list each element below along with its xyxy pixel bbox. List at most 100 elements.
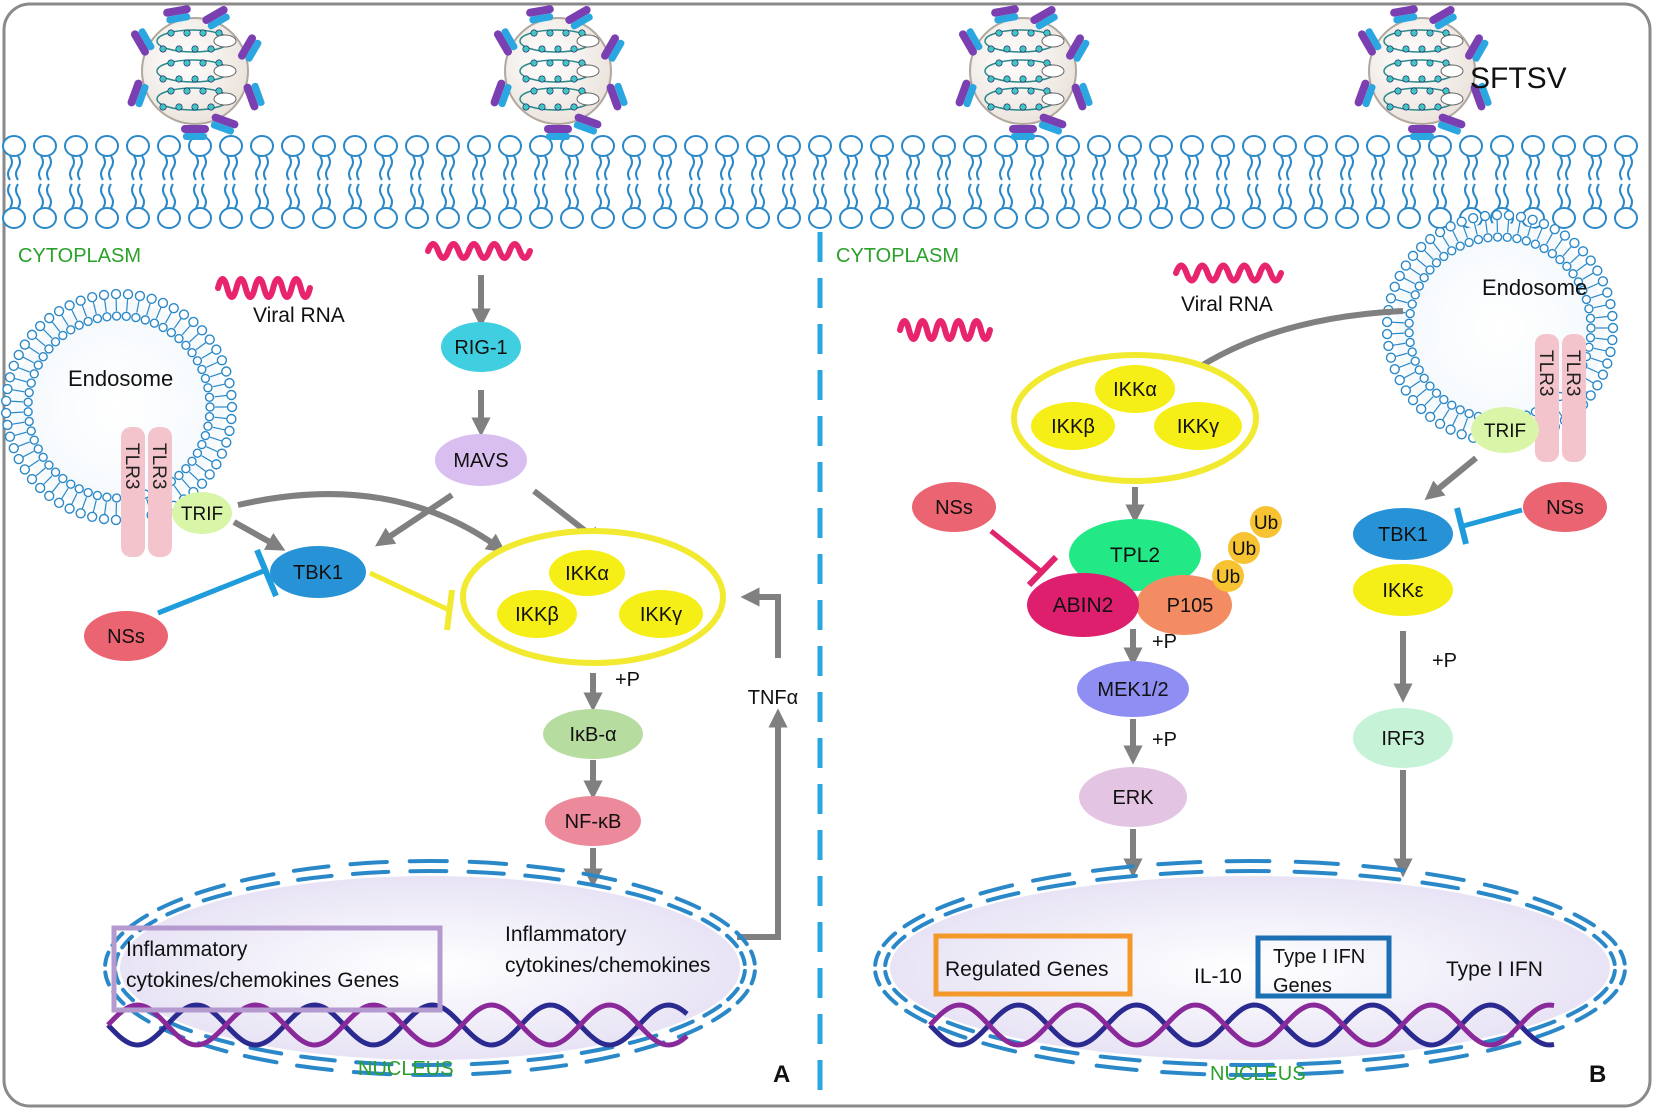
lipid-tail xyxy=(1410,155,1416,181)
tbk1-label-b: TBK1 xyxy=(1378,524,1428,546)
irf3-node xyxy=(1353,708,1453,768)
lipid-head xyxy=(1614,207,1638,229)
lipid-head xyxy=(963,135,987,157)
ikkb-label-a: IKKβ xyxy=(515,604,559,626)
arrow xyxy=(737,708,788,940)
lipid-head xyxy=(1149,135,1173,157)
lipid-head xyxy=(1211,135,1235,157)
lipid-head xyxy=(901,207,925,229)
regulated-genes-label: Regulated Genes xyxy=(945,958,1108,981)
lipid-tail xyxy=(449,183,455,209)
inhibition-bar xyxy=(254,548,279,598)
lipid-tail xyxy=(627,155,633,181)
lipid-tail xyxy=(1534,183,1540,209)
lipid-head xyxy=(529,207,553,229)
lipid-tail xyxy=(472,183,478,209)
trif-node-a xyxy=(172,492,232,534)
lipid-head xyxy=(808,135,832,157)
inhibition-line xyxy=(989,529,1045,575)
lipid-head xyxy=(560,135,584,157)
lipid-head xyxy=(839,207,863,229)
tnfa-label: TNFα xyxy=(748,687,798,709)
lipid-tail xyxy=(697,155,703,181)
lipid-head xyxy=(622,207,646,229)
arrow xyxy=(375,492,454,547)
lipid-tail xyxy=(689,183,695,209)
lipid-tail xyxy=(1224,183,1230,209)
virus-particles xyxy=(127,5,1492,140)
rig1-label: RIG-1 xyxy=(454,337,507,359)
lipid-tail xyxy=(1464,183,1470,209)
lipid-head xyxy=(1552,135,1576,157)
ubiquitin-node xyxy=(1212,560,1244,592)
lipid-tail xyxy=(1286,155,1292,181)
lipid-tail xyxy=(906,155,912,181)
ikka-node-a xyxy=(549,550,625,596)
ikba-label: IκB-α xyxy=(569,724,616,746)
inhibition-line xyxy=(157,567,267,616)
viral-rna-icon xyxy=(215,276,313,300)
type1-ifn-label: Type I IFN xyxy=(1446,958,1543,981)
lipid-head xyxy=(684,207,708,229)
lipid-head xyxy=(1087,135,1111,157)
lipid-tail xyxy=(100,155,106,181)
lipid-tail xyxy=(410,183,416,209)
lipid-head xyxy=(498,207,522,229)
lipid-tail xyxy=(503,183,509,209)
lipid-head xyxy=(1273,135,1297,157)
lipid-tail xyxy=(77,183,83,209)
lipid-tail xyxy=(751,183,757,209)
dna-helix-b xyxy=(928,1002,1555,1048)
lipid-tail xyxy=(472,155,478,181)
lipid-head xyxy=(1180,135,1204,157)
lipid-tail xyxy=(1565,183,1571,209)
lipid-tail xyxy=(1123,183,1129,209)
lipid-tail xyxy=(1340,183,1346,209)
lipid-head xyxy=(1211,207,1235,229)
dna-helix-a xyxy=(106,1002,689,1048)
lipid-head xyxy=(994,135,1018,157)
lipid-tail xyxy=(193,155,199,181)
mavs-node xyxy=(435,434,527,486)
ifn-genes-box xyxy=(1255,935,1392,999)
lipid-head xyxy=(343,135,367,157)
lipid-tail xyxy=(15,155,21,181)
viral-rna-label-b: Viral RNA xyxy=(1181,293,1273,316)
erk-node xyxy=(1079,767,1187,827)
lipid-head xyxy=(1304,207,1328,229)
lipid-tail xyxy=(968,155,974,181)
inhibition-bar xyxy=(1454,507,1469,545)
lipid-tail xyxy=(162,155,168,181)
panel-a: CYTOPLASM Viral RNA Endosome TLR3 TLR3 T… xyxy=(0,241,798,1088)
lipid-tail xyxy=(883,183,889,209)
lipid-tail xyxy=(224,155,230,181)
lipid-tail xyxy=(728,183,734,209)
lipid-head xyxy=(436,207,460,229)
lipid-tail xyxy=(1185,155,1191,181)
lipid-tail xyxy=(852,155,858,181)
lipid-tail xyxy=(1100,155,1106,181)
abin2-node xyxy=(1027,573,1139,637)
ikka-node-b xyxy=(1095,365,1175,413)
lipid-tail xyxy=(1348,155,1354,181)
tbk1-node-b xyxy=(1353,508,1453,560)
inhibition-bar xyxy=(1026,554,1059,588)
lipid-tail xyxy=(790,183,796,209)
lipid-tail xyxy=(15,183,21,209)
lipid-tail xyxy=(976,155,982,181)
lipid-head xyxy=(839,135,863,157)
lipid-tail xyxy=(263,183,269,209)
lipid-head xyxy=(1366,207,1390,229)
lipid-tail xyxy=(604,155,610,181)
lipid-tail xyxy=(139,155,145,181)
nfkb-node xyxy=(545,796,641,846)
ikka-label-b: IKKα xyxy=(1113,379,1157,401)
lipid-head xyxy=(1025,207,1049,229)
lipid-head xyxy=(746,135,770,157)
sftsv-label: SFTSV xyxy=(1470,62,1567,95)
lipid-tail xyxy=(387,155,393,181)
ikke-label: IKKε xyxy=(1382,580,1423,602)
lipid-head xyxy=(1614,135,1638,157)
ub-label: Ub xyxy=(1216,567,1240,588)
lipid-tail xyxy=(573,155,579,181)
